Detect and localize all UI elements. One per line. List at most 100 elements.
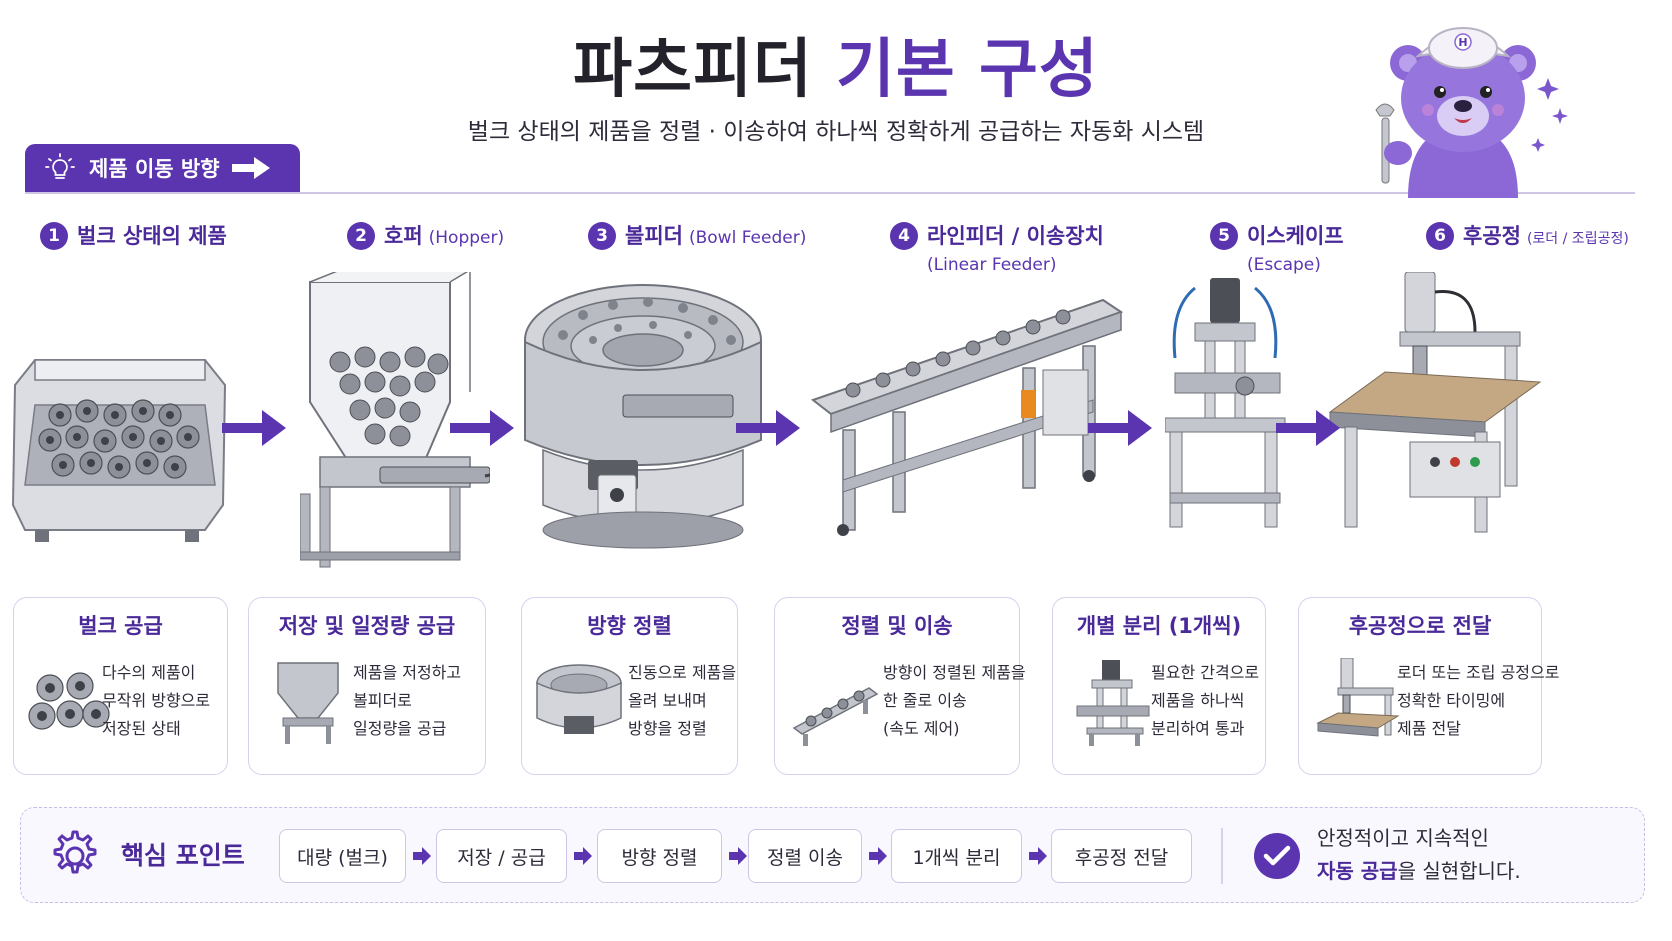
- step-number: 4: [890, 222, 918, 250]
- card-separation: 개별 분리 (1개씩) 필요한 간격으로 제품을 하나씩 분리하여 통과: [1052, 597, 1266, 775]
- flow-pill: 정렬 이송: [748, 829, 862, 883]
- step-6-header: 6 후공정 (로더 / 조립공정): [1426, 222, 1629, 253]
- step-4-header: 4 라인피더 / 이송장치 (Linear Feeder): [890, 222, 1104, 278]
- right-arrow-icon: [231, 157, 270, 179]
- card-line: 제품을 하나씩: [1151, 691, 1245, 710]
- bulk-bin-icon: [11, 359, 227, 542]
- bowl-feeder-icon: [524, 284, 762, 549]
- card-line: 볼피더로: [353, 691, 412, 710]
- card-line: 방향이 정렬된 제품을: [883, 663, 1026, 682]
- card-line: 필요한 간격으로: [1151, 663, 1260, 682]
- step-title: 볼피더: [625, 224, 683, 248]
- bowl-icon: [536, 664, 622, 734]
- card-line: 한 줄로 이송: [883, 691, 967, 710]
- step-number: 2: [347, 222, 375, 250]
- key-points-summary: 안정적이고 지속적인 자동 공급을 실현합니다.: [1317, 822, 1521, 888]
- chevron-right-icon: [1029, 847, 1047, 865]
- card-line: 방향을 정렬: [628, 719, 707, 738]
- escape-unit-icon: [1165, 278, 1286, 528]
- flow-pill: 대량 (벌크): [279, 829, 406, 883]
- key-points-panel: 핵심 포인트 대량 (벌크) 저장 / 공급 방향 정렬 정렬 이송 1개씩 분…: [20, 807, 1645, 903]
- step-subtitle: (Escape): [1247, 255, 1321, 275]
- card-line: 제품 전달: [1397, 719, 1461, 738]
- card-line: 진동으로 제품을: [628, 663, 737, 682]
- step-subtitle: (Bowl Feeder): [688, 228, 807, 248]
- summary-rest: 을 실현합니다.: [1397, 859, 1521, 883]
- card-line: 정확한 타이밍에: [1397, 691, 1506, 710]
- step-5-header: 5 이스케이프 (Escape): [1210, 222, 1344, 278]
- flow-arrow-icon: [736, 410, 800, 446]
- flow-pill: 저장 / 공급: [436, 829, 567, 883]
- step-3-header: 3 볼피더(Bowl Feeder): [588, 222, 806, 252]
- svg-text:H: H: [1458, 36, 1467, 49]
- card-title: 후공정으로 전달: [1348, 614, 1492, 638]
- step-1-header: 1 벌크 상태의 제품: [40, 222, 227, 252]
- escape-icon: [1076, 660, 1150, 746]
- flow-arrow-icon: [222, 410, 286, 446]
- card-bulk-supply: 벌크 공급 다수의 제품이 무작위 방향으로 저장된 상태: [13, 597, 228, 775]
- step-subtitle: (Linear Feeder): [927, 255, 1057, 275]
- flow-arrow-icon: [1276, 410, 1340, 446]
- card-line: 저장된 상태: [102, 719, 181, 738]
- step-subtitle: (Hopper): [428, 228, 505, 248]
- gear-icon: [53, 830, 97, 874]
- card-title: 저장 및 일정량 공급: [278, 614, 456, 638]
- post-process-unit-icon: [1328, 272, 1542, 533]
- card-title: 벌크 공급: [78, 614, 163, 638]
- lightbulb-icon: [45, 153, 75, 179]
- summary-line-1: 안정적이고 지속적인: [1317, 826, 1489, 850]
- flow-arrow-icon: [450, 410, 514, 446]
- step-2-header: 2 호퍼(Hopper): [347, 222, 504, 252]
- chevron-right-icon: [729, 847, 747, 865]
- step-title: 호퍼: [384, 224, 423, 248]
- card-line: 분리하여 통과: [1151, 719, 1245, 738]
- card-line: (속도 제어): [883, 719, 960, 738]
- card-line: 일정량을 공급: [353, 719, 447, 738]
- flow-pill: 1개씩 분리: [891, 829, 1022, 883]
- step-number: 1: [40, 222, 68, 250]
- title-accent: 기본 구성: [836, 33, 1099, 107]
- linear-rail-icon: [792, 687, 879, 746]
- chevron-right-icon: [413, 847, 431, 865]
- card-title: 정렬 및 이송: [841, 614, 953, 638]
- card-line: 무작위 방향으로: [102, 691, 211, 710]
- step-number: 6: [1426, 222, 1454, 250]
- card-line: 다수의 제품이: [102, 663, 196, 682]
- card-orientation: 방향 정렬 진동으로 제품을 올려 보내며 방향을 정렬: [521, 597, 738, 775]
- flow-pill: 방향 정렬: [597, 829, 722, 883]
- card-align-transfer: 정렬 및 이송 방향이 정렬된 제품을 한 줄로 이송 (속도 제어): [774, 597, 1026, 775]
- check-circle-icon: [1254, 833, 1300, 879]
- step-number: 3: [588, 222, 616, 250]
- step-subtitle: (로더 / 조립공정): [1526, 231, 1629, 247]
- card-storage-supply: 저장 및 일정량 공급 제품을 저정하고 볼피더로 일정량을 공급: [248, 597, 486, 775]
- direction-tab: 제품 이동 방향: [25, 144, 300, 192]
- flow-pill: 후공정 전달: [1051, 829, 1192, 883]
- card-handover: 후공정으로 전달 로더 또는 조립 공정으로 정확한 타이밍에 제품 전달: [1298, 597, 1559, 775]
- step-title: 벌크 상태의 제품: [77, 224, 227, 248]
- hopper-icon: [277, 662, 339, 744]
- card-line: 로더 또는 조립 공정으로: [1397, 663, 1560, 682]
- flow-arrow-icon: [1088, 410, 1152, 446]
- step-number: 5: [1210, 222, 1238, 250]
- direction-tab-label: 제품 이동 방향: [89, 157, 220, 181]
- step-title: 이스케이프: [1247, 224, 1344, 248]
- loader-icon: [1316, 658, 1400, 737]
- title-main: 파츠피더: [573, 33, 813, 107]
- bear-mascot-icon: H: [1375, 27, 1568, 198]
- chevron-right-icon: [574, 847, 592, 865]
- step-title: 라인피더 / 이송장치: [927, 224, 1104, 248]
- linear-feeder-icon: [810, 298, 1123, 536]
- key-points-title: 핵심 포인트: [121, 841, 245, 870]
- card-line: 제품을 저정하고: [353, 663, 462, 682]
- card-title: 방향 정렬: [587, 614, 672, 638]
- divider: [25, 192, 1635, 194]
- summary-emphasis: 자동 공급: [1317, 859, 1398, 883]
- parts-pile-icon: [28, 672, 110, 730]
- page-subtitle: 벌크 상태의 제품을 정렬 · 이송하여 하나씩 정확하게 공급하는 자동화 시…: [467, 119, 1205, 145]
- step-title: 후공정: [1463, 224, 1521, 248]
- hopper-machine-icon: [300, 272, 490, 568]
- page-title: 파츠피더 기본 구성: [0, 18, 1672, 110]
- card-line: 올려 보내며: [628, 691, 707, 710]
- chevron-right-icon: [869, 847, 887, 865]
- card-title: 개별 분리 (1개씩): [1076, 614, 1242, 638]
